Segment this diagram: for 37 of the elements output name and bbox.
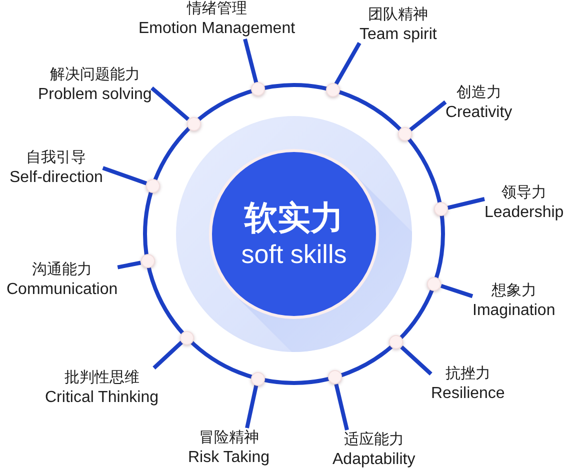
leader-line bbox=[408, 100, 447, 132]
skill-label: 团队精神 Team spirit bbox=[360, 5, 437, 45]
skill-label: 想象力 Imagination bbox=[472, 281, 556, 321]
leader-line bbox=[152, 340, 184, 370]
skill-label: 适应能力 Adaptability bbox=[332, 430, 416, 470]
dot-icon bbox=[250, 82, 265, 96]
dot-icon bbox=[250, 372, 265, 386]
leader-line bbox=[102, 166, 148, 186]
dot-icon bbox=[146, 178, 160, 193]
skill-label: 批判性思维 Critical Thinking bbox=[45, 368, 159, 408]
leader-line bbox=[117, 260, 142, 270]
dot-icon bbox=[434, 202, 448, 216]
skill-label: 抗挫力 Resilience bbox=[431, 364, 505, 404]
leader-line bbox=[245, 384, 258, 428]
skill-label: 创造力 Creativity bbox=[446, 83, 512, 123]
skill-label: 领导力 Leadership bbox=[484, 183, 564, 223]
leader-line bbox=[400, 346, 432, 376]
leader-line bbox=[334, 384, 349, 430]
dot-icon bbox=[328, 370, 342, 384]
leader-line bbox=[440, 284, 474, 298]
dot-icon bbox=[326, 83, 340, 98]
dot-icon bbox=[389, 335, 404, 350]
subheading-text: soft skills bbox=[241, 238, 347, 270]
leader-line bbox=[150, 86, 190, 121]
skill-label: 沟通能力 Communication bbox=[6, 260, 118, 300]
leader-line bbox=[447, 197, 485, 210]
dot-icon bbox=[398, 127, 412, 142]
dot-icon bbox=[180, 330, 194, 344]
skill-label: 解决问题能力 Problem solving bbox=[38, 65, 152, 105]
leader-line bbox=[334, 42, 362, 85]
dot-icon bbox=[140, 254, 155, 268]
heading-text: 软实力 bbox=[244, 198, 344, 238]
leader-line bbox=[243, 38, 258, 84]
skill-label: 冒险精神 Risk Taking bbox=[188, 428, 270, 468]
skill-label: 情绪管理 Emotion Management bbox=[138, 0, 296, 39]
skill-label: 自我引导 Self-direction bbox=[10, 148, 103, 188]
dot-icon bbox=[427, 276, 442, 291]
